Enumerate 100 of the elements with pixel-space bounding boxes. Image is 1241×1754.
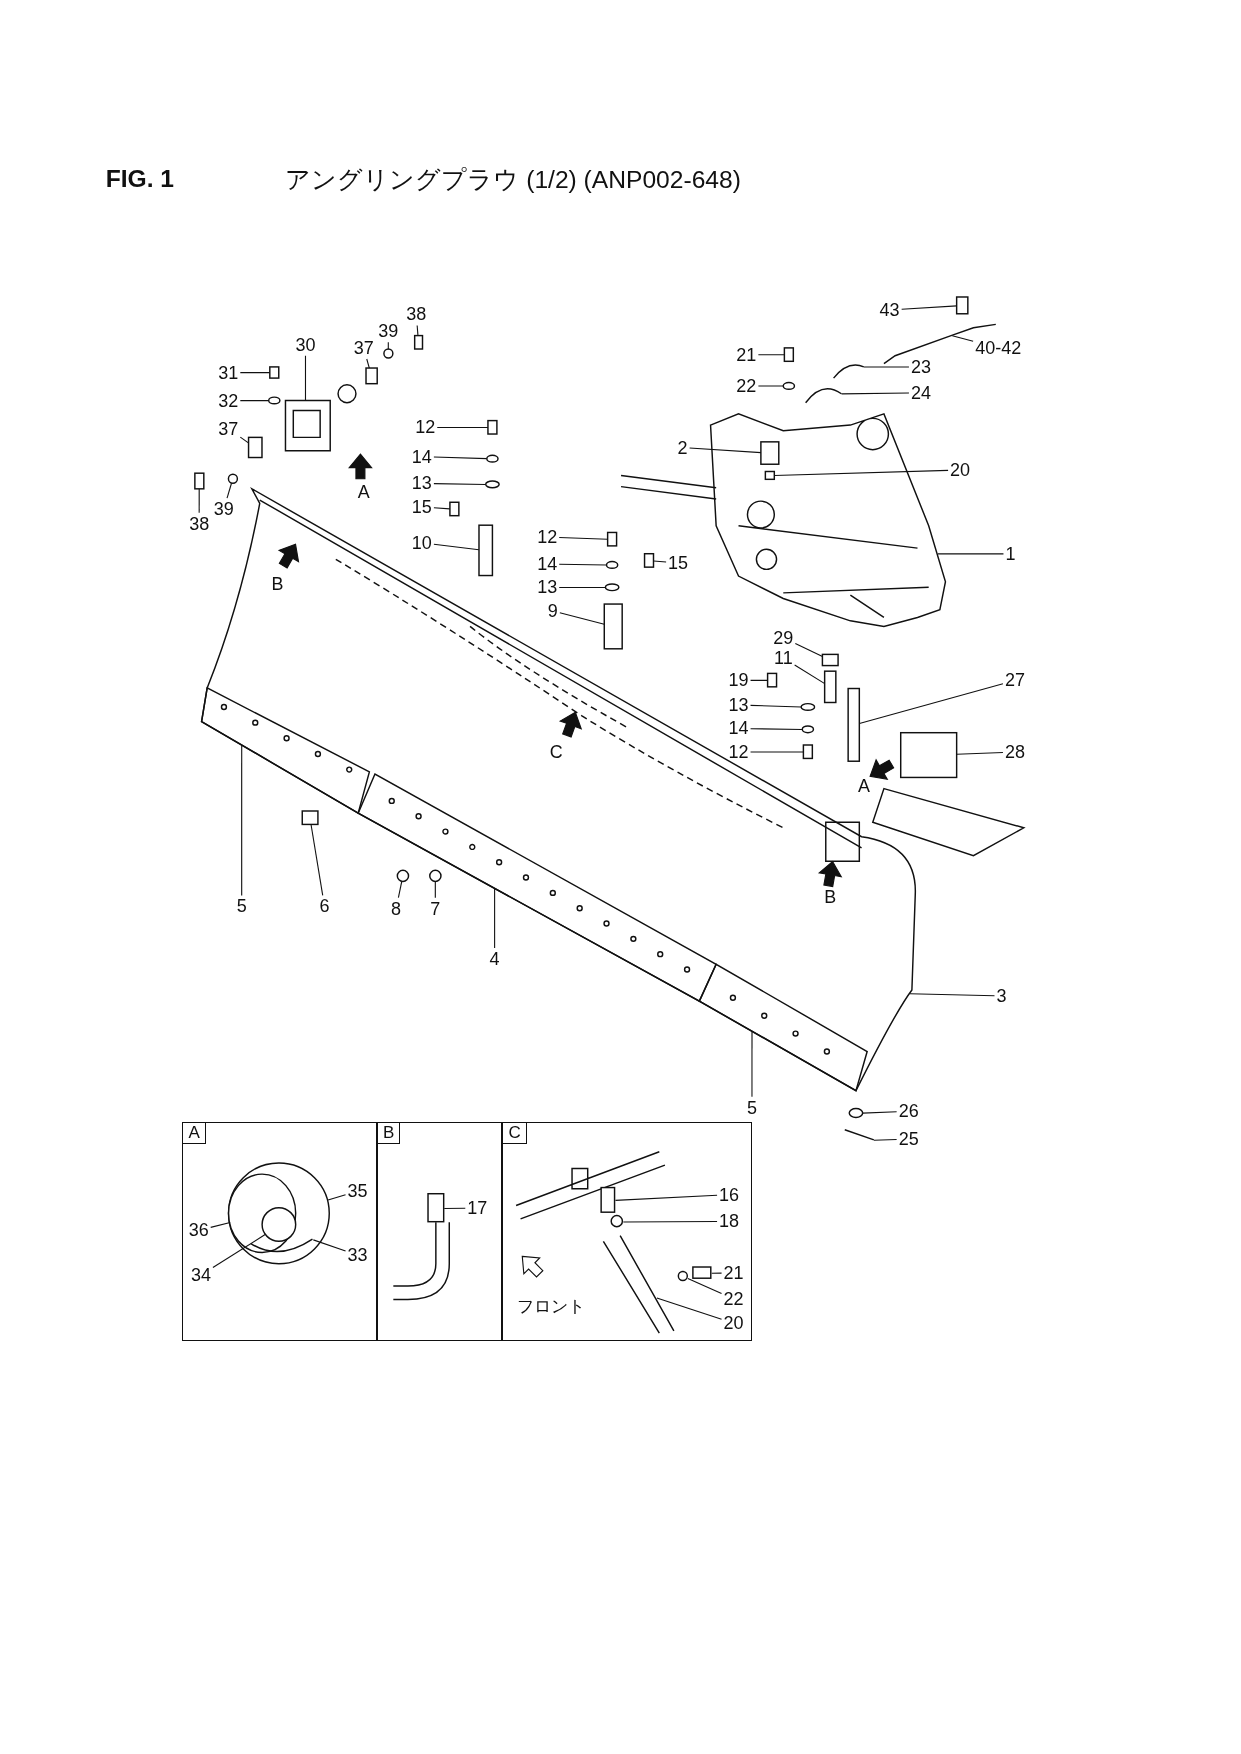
callout-number: 12	[537, 527, 558, 548]
callout-number: 39	[378, 321, 399, 342]
callout-number: 39	[213, 499, 234, 520]
callout-number: 1	[1005, 543, 1016, 564]
callout-number: 36	[188, 1220, 209, 1241]
washer-drawing	[848, 1107, 864, 1119]
washer-drawing	[782, 381, 796, 390]
lamp-housing-drawing	[228, 1162, 331, 1265]
leader-line	[622, 1220, 718, 1223]
leader-line	[750, 728, 803, 731]
washer-drawing	[383, 348, 394, 359]
leader-line	[909, 993, 996, 997]
callout-number: 32	[218, 390, 239, 411]
callout-number: 23	[910, 357, 931, 378]
leader-line	[212, 1233, 267, 1269]
leader-line	[558, 537, 609, 540]
callout-number: 13	[728, 695, 749, 715]
panel-letter: B	[378, 1123, 401, 1145]
bolt-drawing	[487, 419, 498, 435]
leader-line	[656, 1297, 723, 1320]
leader-line	[558, 586, 606, 589]
callout-number: 34	[190, 1265, 211, 1286]
leader-line	[304, 355, 307, 402]
callout-number: 27	[1004, 670, 1025, 691]
callout-number: 14	[411, 446, 432, 467]
callout-number: 13	[411, 473, 432, 494]
direction-label: フロント	[516, 1295, 585, 1318]
callout-number: 19	[728, 670, 749, 691]
callout-number: 20	[950, 460, 971, 480]
callout-number: 29	[773, 627, 794, 648]
leader-line	[757, 385, 784, 387]
callout-number: 11	[773, 648, 793, 668]
gasket-drawing	[365, 367, 378, 385]
leader-line	[241, 744, 243, 896]
leader-line	[757, 354, 785, 356]
callout-number: 25	[898, 1129, 919, 1150]
callout-number: 12	[415, 417, 436, 438]
leader-line	[863, 366, 910, 368]
leader-line	[794, 643, 824, 658]
washer-drawing	[678, 1271, 689, 1282]
washer-drawing	[486, 454, 499, 463]
leader-line	[951, 335, 974, 342]
callout-number: 30	[295, 334, 316, 355]
leader-line	[387, 341, 389, 350]
washer-drawing	[227, 473, 239, 484]
leader-line	[433, 543, 480, 551]
leader-line	[751, 1031, 753, 1098]
washer-drawing	[267, 396, 281, 405]
callout-number: 2	[677, 437, 688, 458]
bulb-drawing	[261, 1207, 297, 1243]
callout-number: 9	[547, 601, 558, 621]
callout-number: 33	[347, 1245, 368, 1266]
leader-line	[773, 469, 949, 476]
leader-line	[956, 751, 1004, 755]
leader-line	[858, 683, 1004, 725]
callout-number: 35	[347, 1181, 368, 1202]
callout-number: 28	[1004, 742, 1025, 762]
callout-number: 4	[489, 949, 500, 969]
callout-number: 22	[736, 376, 757, 397]
bolt-drawing	[269, 366, 280, 379]
leader-line	[210, 1221, 231, 1228]
leader-line	[862, 1111, 898, 1114]
callout-number: 15	[668, 552, 689, 573]
leader-line	[434, 881, 436, 899]
callout-number: 10	[411, 532, 432, 553]
detail-panel	[182, 1122, 378, 1341]
leader-line	[494, 887, 496, 949]
undefined	[844, 1129, 875, 1141]
leader-line	[687, 1278, 723, 1294]
undefined	[804, 388, 843, 404]
callout-number: 24	[910, 382, 931, 403]
callout-number: 18	[719, 1211, 740, 1232]
callout-number: 31	[218, 362, 239, 383]
callout-number: 43	[879, 299, 900, 320]
callout-number: 16	[719, 1184, 740, 1205]
leader-line	[873, 1139, 898, 1141]
undefined	[832, 364, 865, 379]
lens-drawing	[228, 1173, 297, 1254]
callout-number: 20	[723, 1313, 744, 1334]
undefined	[603, 1235, 676, 1335]
bolt-drawing	[194, 472, 205, 490]
callout-number: 13	[537, 577, 558, 598]
figure-title: アングリングプラウ (1/2) (ANP002-648)	[285, 164, 741, 195]
view-letter: B	[271, 573, 284, 595]
leader-line	[433, 456, 488, 460]
fitting-drawing	[600, 1187, 616, 1214]
view-letter: A	[357, 481, 370, 503]
callout-number: 15	[411, 496, 432, 517]
gasket-drawing	[247, 436, 263, 459]
panel-letter: A	[183, 1123, 206, 1145]
bolt-drawing	[692, 1266, 712, 1280]
leader-line	[652, 560, 667, 563]
callout-number: 5	[747, 1097, 757, 1118]
detail-panel	[377, 1122, 503, 1341]
view-letter: A	[857, 775, 870, 797]
leader-line	[559, 612, 605, 625]
washer-drawing	[485, 480, 500, 489]
leader-line	[901, 305, 958, 310]
fitting-drawing	[427, 1193, 445, 1223]
view-letter: C	[549, 741, 563, 763]
